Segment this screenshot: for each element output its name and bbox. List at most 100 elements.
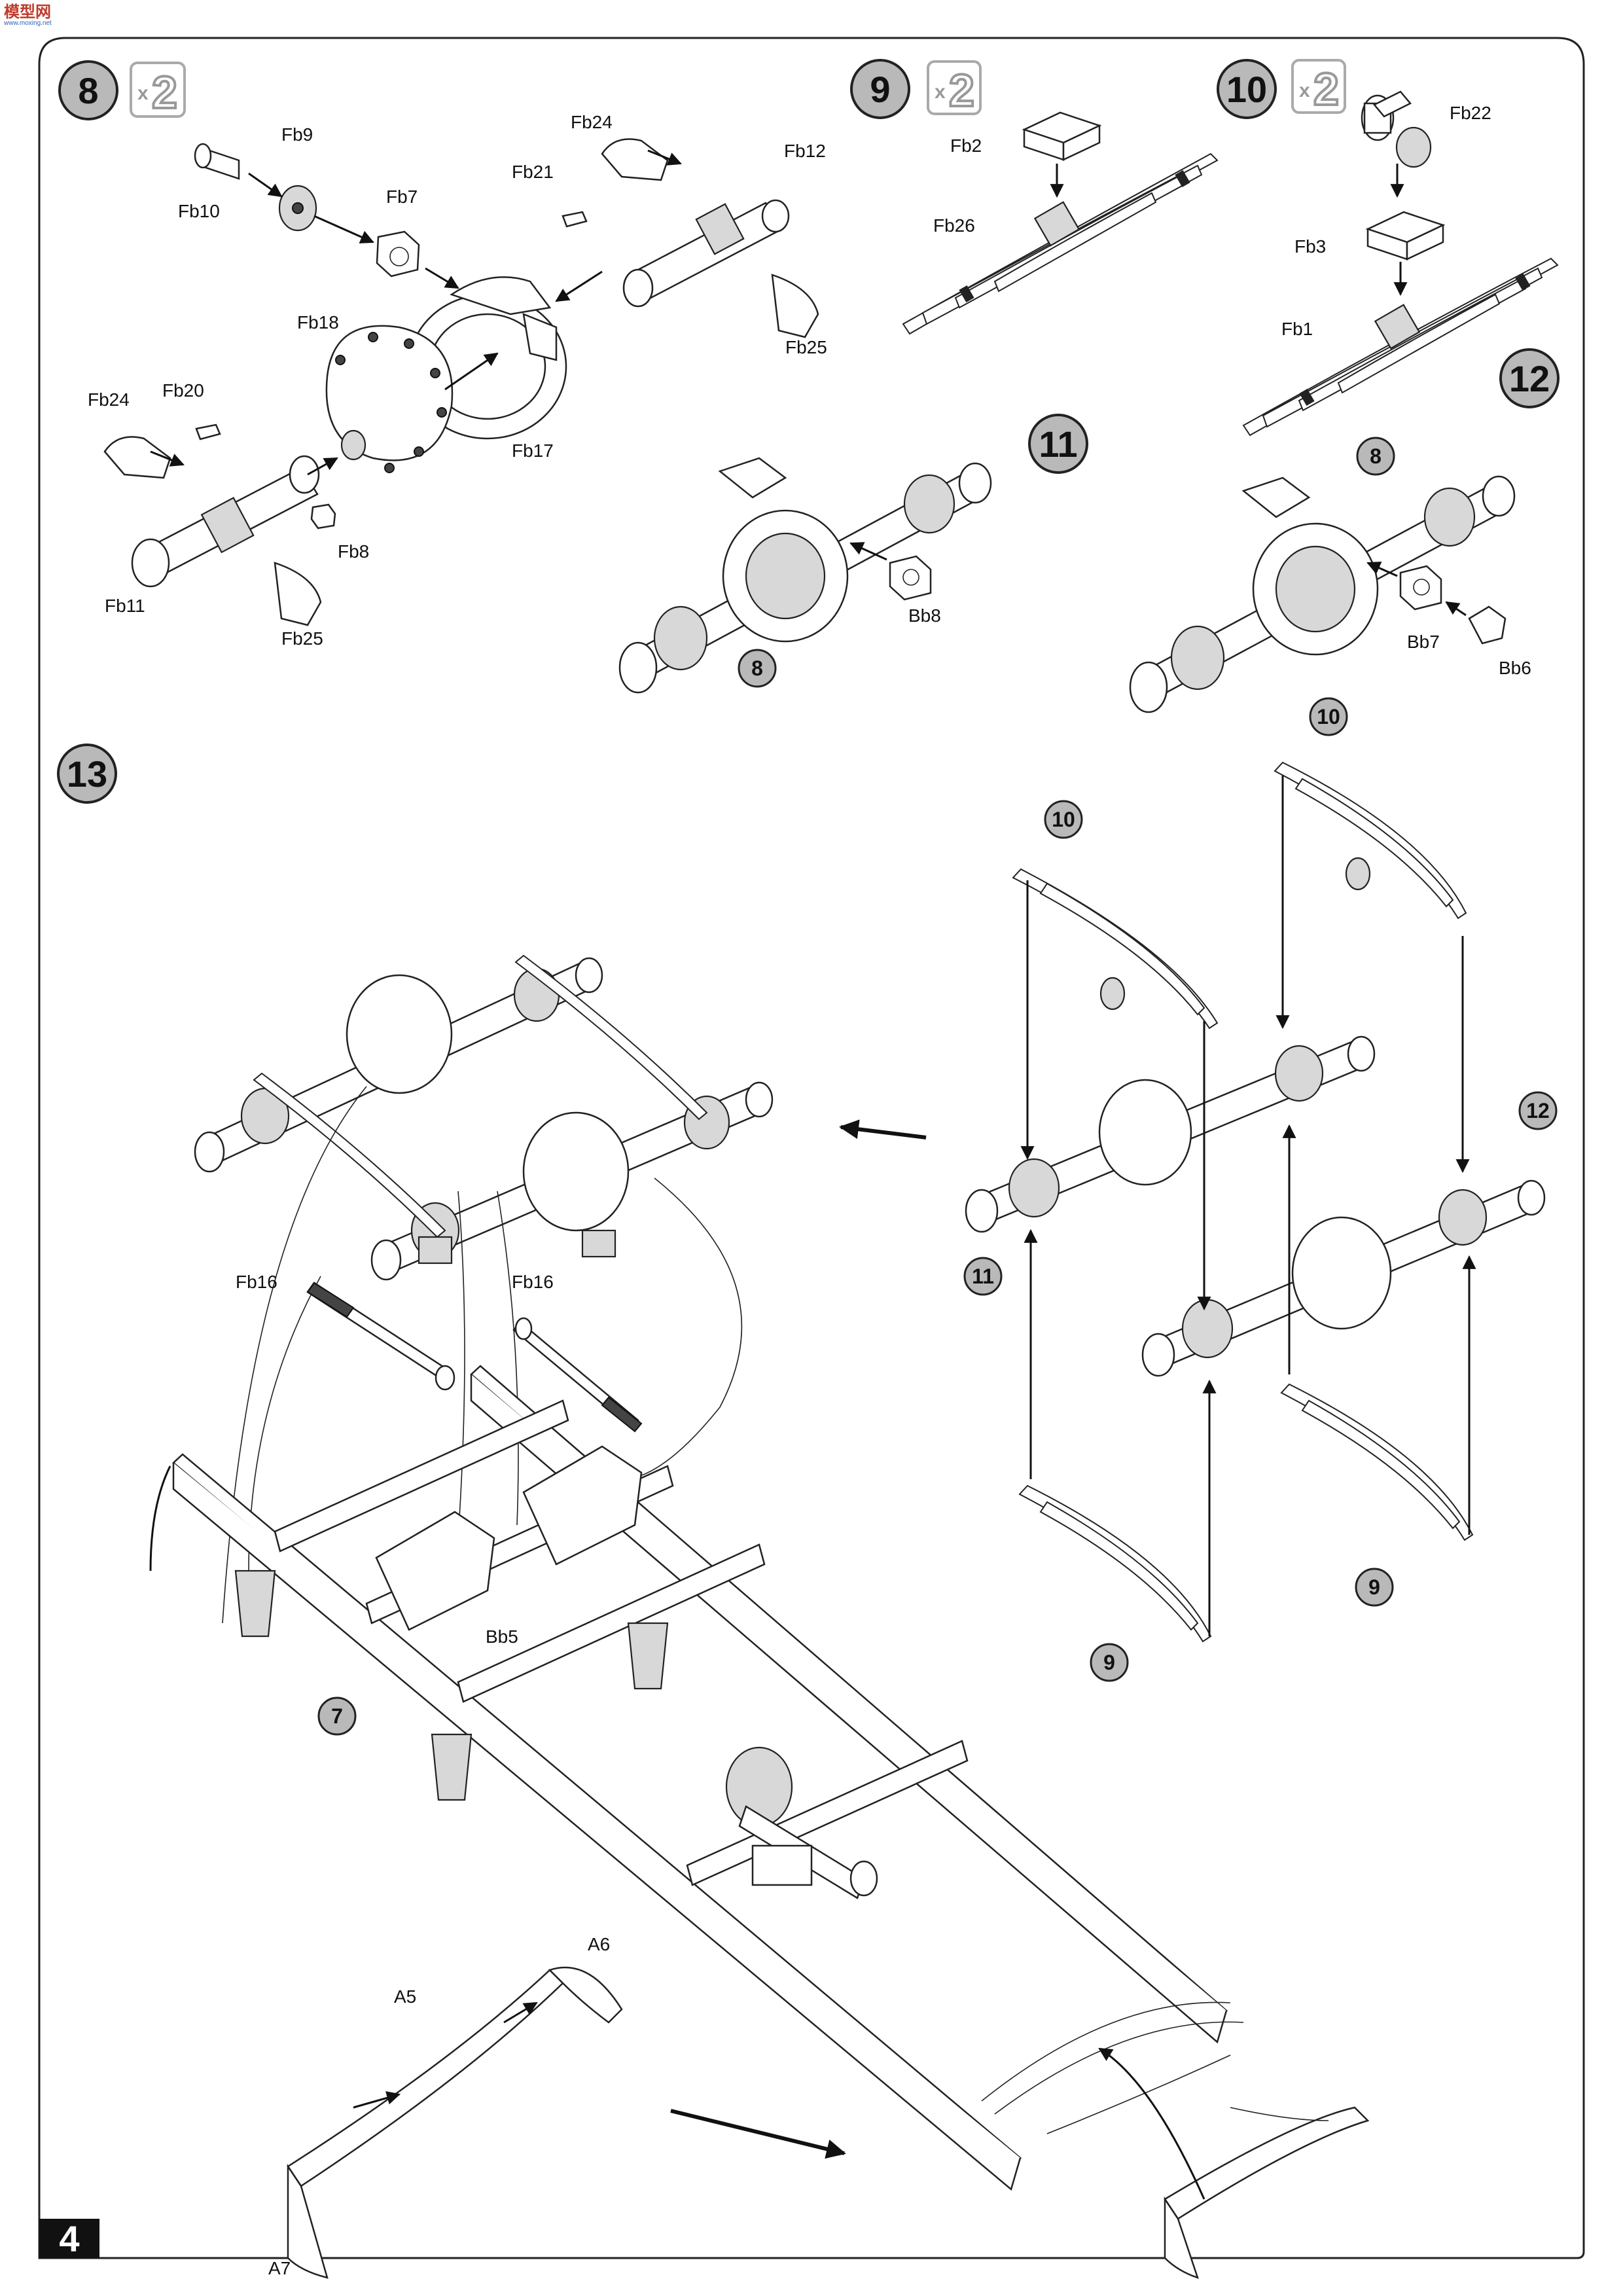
step-11: 11 Bb8 8 — [618, 414, 1088, 694]
label-Fb2: Fb2 — [950, 135, 982, 156]
svg-text:9: 9 — [1103, 1651, 1115, 1674]
svg-text:10: 10 — [1317, 705, 1340, 728]
page-number: 4 — [59, 2218, 79, 2259]
small-part-Bb7-drawing — [1399, 565, 1442, 611]
step-8-quantity: x 2 — [130, 62, 186, 119]
label-Fb16-left: Fb16 — [236, 1272, 277, 1292]
label-Fb18: Fb18 — [297, 312, 339, 332]
label-Bb5: Bb5 — [486, 1626, 518, 1647]
svg-text:x: x — [935, 81, 946, 103]
label-Fb25-top: Fb25 — [785, 337, 827, 357]
label-Bb6: Bb6 — [1499, 658, 1531, 678]
label-Fb20: Fb20 — [162, 380, 204, 401]
step-13: 13 — [57, 697, 1558, 2279]
cover-plate-drawing — [325, 325, 454, 473]
install-direction-arrow — [839, 1119, 927, 1139]
label-Fb24-left: Fb24 — [88, 389, 130, 410]
leaf-spring-drawing-step10 — [1242, 257, 1559, 437]
guide-line-3 — [497, 1191, 519, 1526]
ref-8-step11: 8 — [738, 649, 777, 688]
ref-9-right: 9 — [1355, 1568, 1394, 1607]
label-Fb17: Fb17 — [512, 440, 554, 461]
spring-pad-drawing-step10 — [1365, 211, 1446, 260]
page-frame — [38, 37, 1585, 2259]
label-Fb26: Fb26 — [933, 215, 975, 236]
step-13-number: 13 — [67, 753, 107, 795]
shackle-drawing — [1361, 90, 1432, 168]
label-Fb9: Fb9 — [281, 124, 313, 145]
drive-shaft-drawing-1 — [306, 1282, 455, 1391]
label-A7: A7 — [268, 2258, 291, 2278]
ref-10-left: 10 — [1044, 800, 1083, 839]
guide-line-2 — [457, 1191, 465, 1539]
svg-text:9: 9 — [1368, 1575, 1380, 1599]
small-part-Bb8-drawing — [889, 555, 932, 601]
step-12-number: 12 — [1509, 358, 1550, 399]
step-12: 12 Bb7 Bb6 8 — [1129, 348, 1560, 713]
label-Fb11: Fb11 — [105, 596, 145, 616]
ref-8-step12: 8 — [1356, 437, 1395, 476]
page-number-badge: 4 — [39, 2218, 99, 2259]
ref-10-top: 10 — [1309, 697, 1348, 736]
axle-assembly-drawing-step12 — [1129, 475, 1516, 713]
svg-text:7: 7 — [331, 1704, 343, 1728]
leaf-spring-drawing-step9 — [902, 152, 1219, 335]
small-part-Bb6-drawing — [1468, 605, 1507, 645]
step-10-quantity: x 2 — [1291, 59, 1346, 116]
label-A6: A6 — [588, 1934, 610, 1954]
label-Bb7: Bb7 — [1407, 632, 1440, 652]
small-cap-part-drawing — [310, 503, 336, 529]
pin-part-drawing — [562, 211, 588, 228]
label-Fb12: Fb12 — [784, 141, 826, 161]
label-Fb3: Fb3 — [1294, 236, 1326, 257]
svg-text:x: x — [137, 82, 149, 104]
label-A5: A5 — [394, 1986, 416, 2007]
chassis-frame-drawing — [172, 1365, 1244, 2191]
step-9-number: 9 — [870, 69, 890, 110]
svg-text:12: 12 — [1526, 1099, 1550, 1122]
assembled-suspension-drawing — [194, 954, 774, 1281]
label-Fb16-right: Fb16 — [512, 1272, 554, 1292]
step-10: 10 x 2 Fb22 Fb3 Fb1 — [1217, 59, 1559, 437]
step-10-number: 10 — [1226, 69, 1267, 110]
step-11-number: 11 — [1039, 423, 1077, 465]
label-Fb8: Fb8 — [338, 541, 369, 562]
bumper-parts-drawing — [287, 1966, 1370, 2279]
cap-part-drawing — [376, 230, 420, 278]
hub-part-drawing — [194, 143, 317, 232]
svg-text:11: 11 — [972, 1265, 994, 1288]
label-Fb1: Fb1 — [1281, 319, 1313, 339]
watermark-logo-text: 模型网 — [4, 3, 51, 21]
guide-line-4 — [628, 1177, 743, 1480]
label-Bb8: Bb8 — [908, 605, 941, 626]
svg-text:8: 8 — [751, 656, 763, 680]
step-8: 8 x 2 — [58, 60, 827, 649]
svg-text:2: 2 — [152, 67, 177, 118]
bumper-direction-arrow — [670, 2109, 846, 2159]
svg-text:8: 8 — [1370, 444, 1382, 468]
label-Fb7: Fb7 — [386, 187, 418, 207]
ref-7: 7 — [317, 1696, 357, 1736]
step-9-quantity: x 2 — [927, 60, 982, 117]
watermark-logo: 模型网 www.moxing.net — [3, 3, 52, 27]
right-axle-tube-drawing — [601, 138, 819, 338]
rear-suspension-exploded-view — [965, 761, 1546, 1643]
drive-shaft-drawing-2 — [512, 1317, 643, 1433]
label-Fb25-bottom: Fb25 — [281, 628, 323, 649]
ref-11: 11 — [963, 1257, 1003, 1296]
step-9: 9 x 2 Fb2 Fb26 — [850, 59, 1219, 335]
ref-12: 12 — [1518, 1091, 1558, 1130]
ref-9-left: 9 — [1090, 1643, 1129, 1682]
watermark-url-text: www.moxing.net — [3, 20, 52, 27]
label-Fb10: Fb10 — [178, 201, 220, 221]
axle-assembly-drawing-step11 — [618, 457, 992, 694]
svg-text:10: 10 — [1052, 808, 1075, 831]
spring-pad-drawing — [1022, 111, 1102, 161]
pin-part-drawing-2 — [195, 423, 221, 440]
svg-text:x: x — [1299, 80, 1310, 101]
label-Fb22: Fb22 — [1450, 103, 1491, 123]
left-axle-tube-drawing — [103, 436, 322, 626]
step-8-number: 8 — [78, 70, 98, 111]
svg-text:2: 2 — [949, 65, 974, 116]
